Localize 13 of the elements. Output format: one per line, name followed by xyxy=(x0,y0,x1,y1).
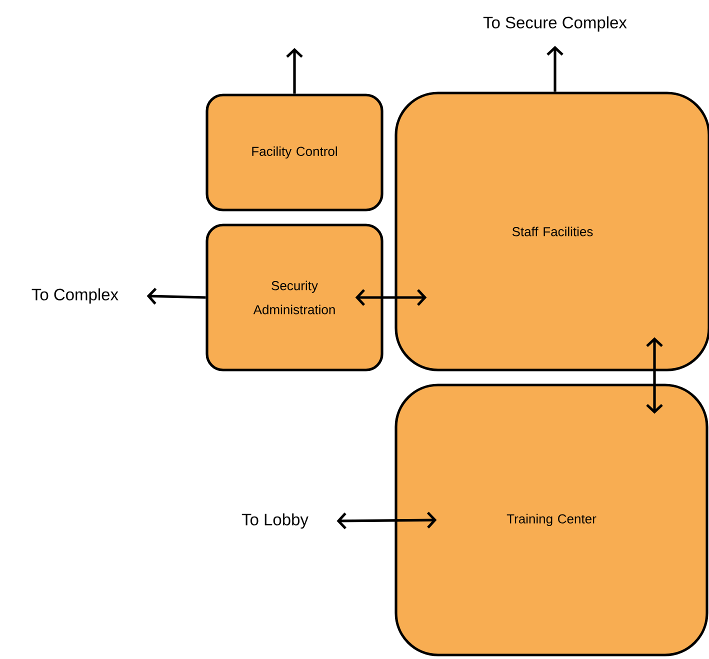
destination-label: To Complex xyxy=(32,288,118,304)
room-box: Security Administration xyxy=(206,224,384,372)
room-box: Staff Facilities xyxy=(394,92,709,372)
destination-label: To Secure Complex xyxy=(483,16,627,32)
room-box: Training Center xyxy=(394,384,708,656)
destination-label: To Lobby xyxy=(242,513,308,529)
arrow xyxy=(146,288,206,305)
arrow xyxy=(546,46,564,92)
arrow xyxy=(646,337,663,414)
room-box: Facility Control xyxy=(206,94,384,212)
arrow xyxy=(355,289,427,306)
arrow xyxy=(336,512,437,530)
arrow xyxy=(286,48,303,94)
